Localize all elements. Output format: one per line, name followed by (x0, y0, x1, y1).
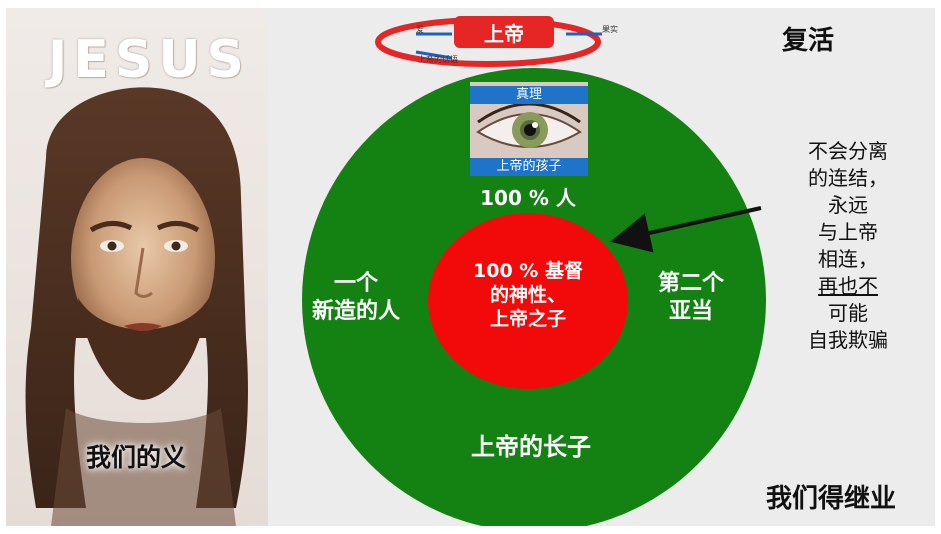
side-note-line4: 与上帝 (818, 220, 878, 244)
halo-left-label: 爱 (416, 25, 424, 34)
side-note-line3: 永远 (828, 193, 868, 217)
circle-right-label: 第二个 亚当 (646, 270, 736, 325)
circle-top-label: 100 % 人 (480, 186, 576, 210)
side-note-line7: 可能 (828, 301, 868, 325)
halo-center-label: 上帝 (484, 22, 524, 46)
jesus-logo: JESUS (48, 30, 250, 90)
side-note-line8: 自我欺骗 (808, 328, 888, 352)
circle-bottom-label: 上帝的长子 (471, 433, 591, 461)
circle-right-label-line2: 亚当 (668, 298, 713, 324)
inner-label-line1: 100 % 基督 (473, 260, 583, 282)
slide: JESUS 我们的义 上帝 爱 果实 上帝的话语 (6, 8, 935, 526)
halo-arrow-bottom (415, 50, 453, 60)
halo-right-label: 果实 (602, 25, 618, 34)
jesus-portrait-image (25, 87, 248, 526)
inner-label-line2: 的神性、 (489, 283, 566, 306)
circle-left-label: 一个 新造的人 (306, 270, 406, 325)
side-note-line6: 再也不 (818, 274, 878, 298)
side-note: 不会分离 的连结， 永远 与上帝 相连， 再也不 可能 自我欺骗 (788, 138, 908, 354)
bottom-heading: 我们得继业 (766, 484, 897, 514)
side-note-line1: 不会分离 (808, 139, 888, 163)
inner-label-line3: 上帝之子 (489, 307, 566, 330)
top-heading: 复活 (782, 26, 835, 56)
circle-left-label-line2: 新造的人 (311, 298, 400, 324)
eye-bottom-label: 上帝的孩子 (470, 158, 588, 176)
circle-right-label-line1: 第二个 (657, 271, 724, 296)
note-arrow (610, 206, 762, 253)
inner-circle-label: 100 % 基督 的神性、 上帝之子 (458, 260, 598, 331)
halo-center-box (454, 16, 554, 48)
diagram-canvas (302, 16, 766, 526)
portrait-caption: 我们的义 (86, 443, 187, 472)
halo-bottom-label: 上帝的话语 (418, 55, 458, 64)
circle-left-label-line1: 一个 (333, 271, 378, 296)
side-note-line2: 的连结， (808, 166, 888, 190)
side-note-line5: 相连， (818, 247, 878, 271)
eye-top-label: 真理 (470, 86, 588, 104)
eye-image: 真理 上帝的孩子 (470, 82, 588, 176)
inner-circle (428, 213, 628, 389)
portrait-panel: JESUS 我们的义 (6, 8, 268, 526)
